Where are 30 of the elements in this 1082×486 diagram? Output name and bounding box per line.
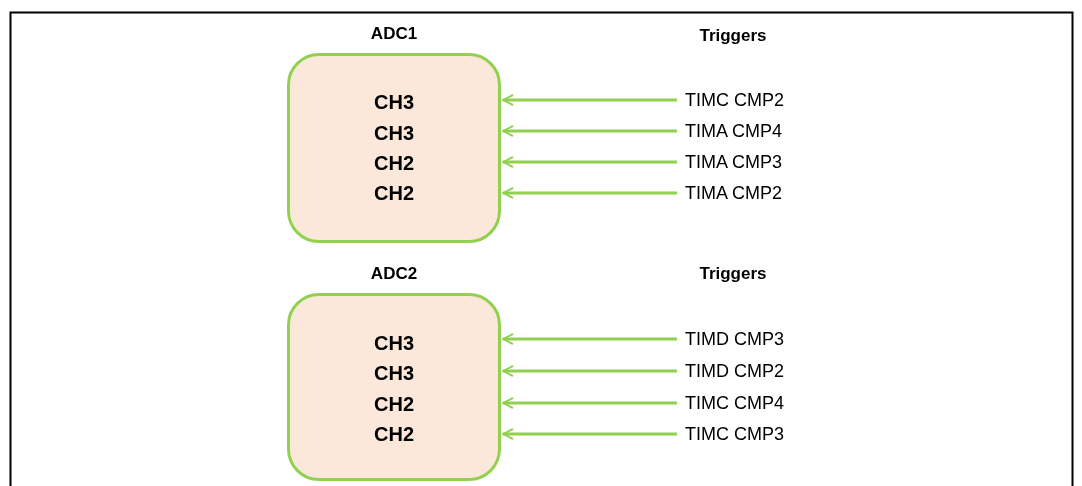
- channel-label: CH3: [374, 121, 414, 145]
- adc-heading: ADC1: [370, 24, 418, 44]
- trigger-label: TIMA CMP4: [685, 120, 782, 142]
- trigger-label: TIMD CMP3: [685, 328, 784, 350]
- adc-box: [287, 293, 501, 481]
- trigger-label: TIMA CMP3: [685, 151, 782, 173]
- channel-label: CH3: [374, 361, 414, 385]
- arrow: [502, 397, 677, 409]
- trigger-label: TIMC CMP3: [685, 423, 784, 445]
- adc-heading: ADC2: [370, 264, 418, 284]
- arrow: [502, 365, 677, 377]
- trigger-label: TIMD CMP2: [685, 360, 784, 382]
- arrow: [502, 156, 677, 168]
- trigger-label: TIMA CMP2: [685, 182, 782, 204]
- arrow: [502, 125, 677, 137]
- adc-box: [287, 53, 501, 243]
- arrow: [502, 94, 677, 106]
- arrow: [502, 428, 677, 440]
- trigger-label: TIMC CMP4: [685, 392, 784, 414]
- channel-label: CH2: [374, 181, 414, 205]
- arrow: [502, 333, 677, 345]
- arrow: [502, 187, 677, 199]
- column-heading: Triggers: [699, 264, 767, 284]
- trigger-label: TIMC CMP2: [685, 89, 784, 111]
- channel-label: CH3: [374, 90, 414, 114]
- column-heading: Triggers: [699, 26, 767, 46]
- channel-label: CH2: [374, 392, 414, 416]
- channel-label: CH2: [374, 151, 414, 175]
- channel-label: CH2: [374, 422, 414, 446]
- channel-label: CH3: [374, 331, 414, 355]
